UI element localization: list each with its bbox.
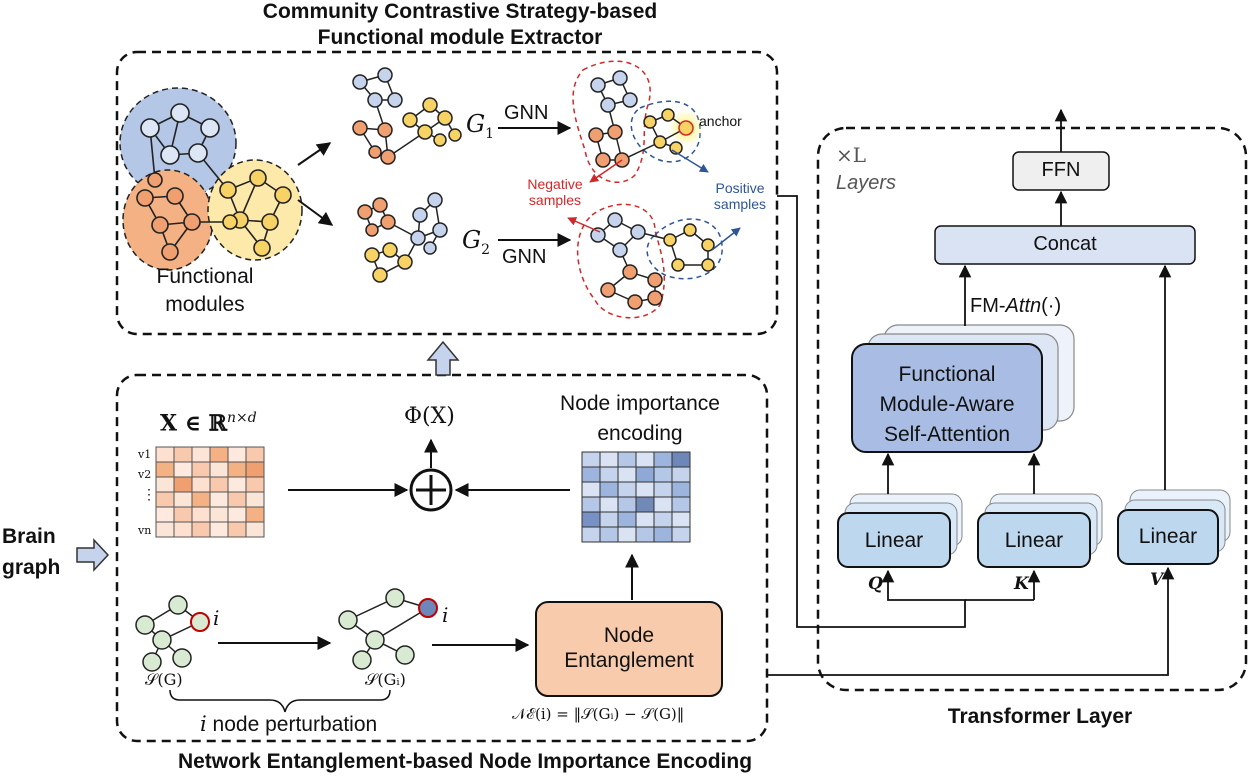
functional-modules-graph xyxy=(119,87,303,271)
node-i-label-2: i xyxy=(442,603,449,627)
gnn-label-1: GNN xyxy=(504,102,549,124)
node-importance-label-2: encoding xyxy=(597,422,683,445)
x-matrix-label: X ∈ ℝn×d xyxy=(160,410,257,437)
linear-v-label: Linear xyxy=(1138,525,1198,548)
entanglement-formula: 𝒩ℰ(i) = ‖𝒮(Gᵢ) − 𝒮(G)‖ xyxy=(512,705,685,723)
layers-times-label: ×L xyxy=(836,143,867,167)
linear-q-box xyxy=(837,512,951,568)
concat-box xyxy=(934,225,1196,265)
functional-module-extractor-panel xyxy=(115,50,779,336)
arrow-to-g1 xyxy=(297,142,332,166)
embedding-graph-1 xyxy=(572,60,704,184)
linear-k-label: Linear xyxy=(1004,529,1064,552)
negative-arrow-1 xyxy=(589,159,623,183)
functional-modules-label-1: Functional xyxy=(156,265,254,288)
node-importance-label-1: Node importance xyxy=(560,392,720,415)
linear-q-label: Linear xyxy=(864,529,924,552)
sg-label: 𝒮(G) xyxy=(145,670,183,689)
k-label: K xyxy=(1014,574,1029,594)
ffn-label: FFN xyxy=(1041,159,1081,181)
arrow-to-g2 xyxy=(297,199,334,226)
graph-s-g xyxy=(135,595,210,672)
negative-arrow-2 xyxy=(567,217,601,233)
extractor-title-line1: Community Contrastive Strategy-based xyxy=(262,0,658,23)
positive-arrow-2 xyxy=(711,227,741,251)
row-vn: vn xyxy=(138,524,152,537)
node-i-label-1: i xyxy=(213,606,220,630)
v-label: V xyxy=(1150,570,1164,590)
row-v2: v2 xyxy=(138,468,152,481)
functional-modules-label-2: modules xyxy=(165,293,245,316)
node-importance-matrix xyxy=(581,451,691,543)
layers-label: Layers xyxy=(836,172,897,194)
brain-graph-label-1: Brain xyxy=(2,525,56,548)
g1-label: G1 xyxy=(466,110,495,142)
perturbation-brace xyxy=(169,689,391,713)
anchor-label: anchor xyxy=(699,113,742,129)
row-vdots: ⋮ xyxy=(142,486,156,502)
node-entanglement-box xyxy=(535,601,723,697)
positive-arrow-1 xyxy=(671,149,709,173)
node-importance-panel-title: Network Entanglement-based Node Importan… xyxy=(177,750,753,773)
extractor-output-line xyxy=(777,195,966,628)
gnn-label-2: GNN xyxy=(502,246,547,268)
extractor-title-line2: Functional module Extractor xyxy=(317,26,603,49)
transformer-layer-title: Transformer Layer xyxy=(947,705,1133,728)
brain-graph-arrow xyxy=(76,538,110,572)
feature-matrix xyxy=(155,446,265,538)
transformer-layer-panel xyxy=(816,126,1248,692)
graph-g2 xyxy=(357,192,448,283)
anchor-node xyxy=(678,120,694,136)
graph-g1 xyxy=(352,67,462,165)
perturbation-label: i node perturbation xyxy=(200,712,378,736)
row-v1: v1 xyxy=(138,448,152,461)
brain-graph-label-2: graph xyxy=(2,556,61,579)
graph-s-gi xyxy=(338,588,438,670)
embedding-graph-2 xyxy=(576,203,723,319)
node-importance-output-line xyxy=(767,566,1175,676)
hollow-up-arrow xyxy=(426,340,460,376)
g2-label: G2 xyxy=(462,226,491,258)
linear-k-box xyxy=(977,512,1091,568)
attention-box xyxy=(851,343,1043,453)
concat-label: Concat xyxy=(1033,233,1097,255)
sgi-label: 𝒮(Gᵢ) xyxy=(365,670,406,689)
linear-v-box xyxy=(1117,509,1219,565)
fm-attn-label: FM-Attn(·) xyxy=(970,295,1062,317)
phi-label: Φ(X) xyxy=(404,404,455,429)
q-label: Q xyxy=(868,574,883,594)
